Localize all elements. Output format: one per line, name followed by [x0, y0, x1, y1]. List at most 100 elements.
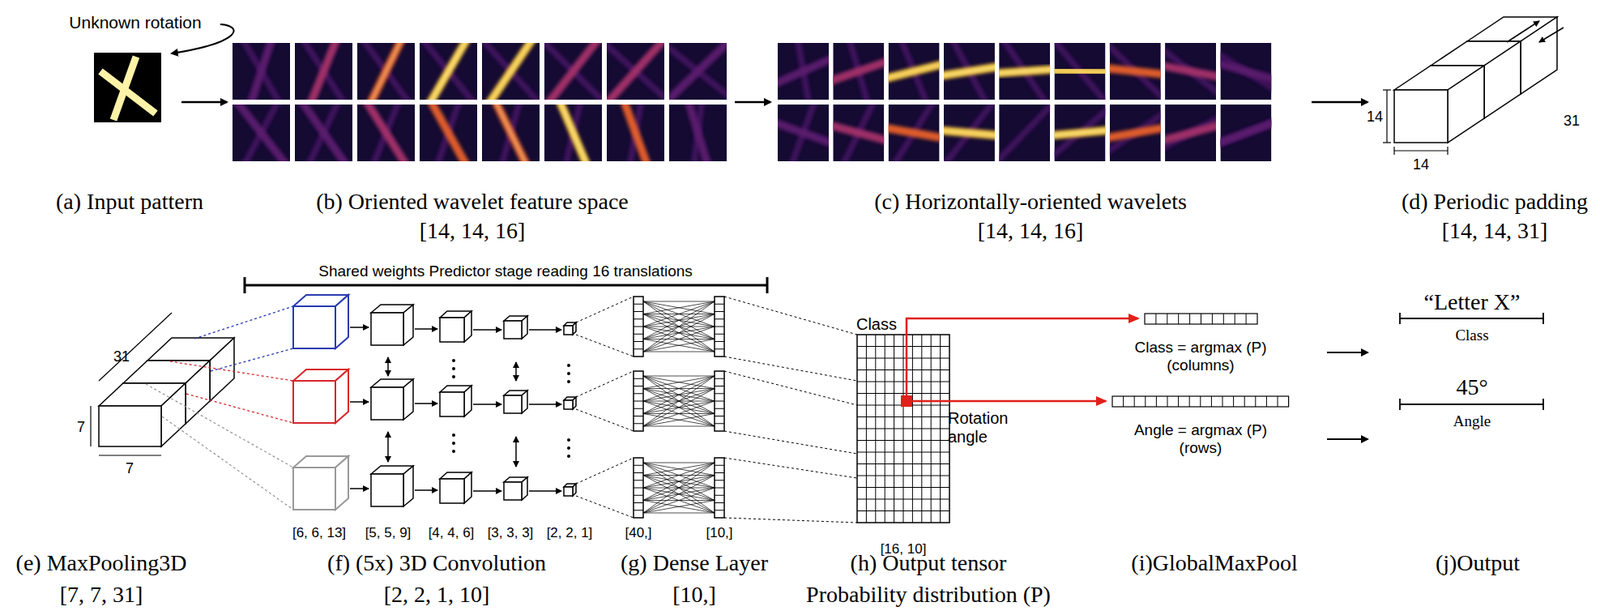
drawing-stroke	[349, 401, 369, 403]
drawing-stroke	[683, 86, 713, 180]
red-arrow	[906, 318, 1139, 402]
drawing-stroke	[349, 487, 369, 490]
drawing-stroke	[643, 462, 715, 488]
wavelet-map	[538, 33, 608, 111]
drawing-stroke	[857, 510, 950, 512]
dense-layer	[633, 371, 644, 431]
cube-face	[563, 486, 573, 496]
drawing-stroke	[714, 333, 725, 335]
dense-layer	[714, 457, 725, 518]
ellipsis-dot	[567, 454, 571, 458]
drawing-stroke	[1189, 396, 1191, 407]
drawing-stroke	[602, 34, 668, 107]
drawing-stroke	[633, 303, 644, 305]
cube-face	[335, 369, 349, 423]
drawing-stroke	[714, 408, 725, 410]
drawing-stroke	[1155, 313, 1157, 325]
cube-face	[1520, 17, 1558, 94]
drawing-stroke	[515, 362, 517, 381]
cube-face	[521, 390, 528, 414]
dimension-label: 14	[1366, 108, 1383, 126]
drawing-stroke	[633, 408, 644, 410]
drawing-stroke	[414, 328, 438, 330]
wavelet-map	[418, 29, 480, 114]
drawing-stroke	[1211, 313, 1213, 325]
cube-face	[209, 337, 235, 402]
drawing-stroke	[98, 454, 162, 456]
drawing-stroke	[714, 392, 725, 394]
cube-face	[371, 387, 404, 420]
drawing-stroke	[643, 462, 715, 513]
cube-face	[464, 385, 472, 417]
drawing-stroke	[643, 301, 715, 327]
cube-face	[335, 456, 349, 510]
drawing-stroke	[724, 517, 858, 523]
ellipsis-dot	[567, 371, 571, 376]
drawing-stroke	[857, 452, 950, 453]
drawing-stroke	[483, 30, 538, 111]
drawing-stroke	[1134, 396, 1135, 407]
cube-face	[371, 473, 404, 507]
panel-caption: (d) Periodic padding	[1401, 188, 1588, 215]
wavelet-map	[232, 25, 291, 118]
drawing-stroke	[643, 375, 715, 427]
drawing-stroke	[643, 375, 715, 414]
drawing-stroke	[360, 91, 413, 175]
wavelet-map	[599, 34, 672, 107]
panel-caption: (c) Horizontally-oriented wavelets	[874, 188, 1187, 215]
drawing-stroke	[1234, 313, 1236, 325]
wavelet-map	[1198, 42, 1293, 100]
panel-caption: (h) Output tensor	[850, 550, 1007, 576]
cube-face	[521, 477, 528, 500]
drawing-stroke	[424, 29, 474, 114]
cube-face	[403, 465, 414, 507]
drawing-stroke	[1211, 396, 1212, 407]
wavelet-map	[660, 37, 736, 105]
drawing-stroke	[633, 392, 644, 394]
cube-face	[98, 405, 162, 447]
drawing-stroke	[162, 416, 294, 510]
dimension-label: 7	[125, 460, 134, 478]
drawing-stroke	[714, 341, 725, 342]
dimension-label: [2, 2, 1]	[546, 524, 594, 542]
drawing-stroke	[714, 415, 725, 417]
drawing-stroke	[576, 296, 634, 323]
cube-face	[563, 400, 573, 410]
drawing-stroke	[724, 296, 858, 335]
cube-face	[403, 379, 414, 420]
cube-face	[503, 320, 522, 339]
drawing-stroke	[1399, 403, 1544, 406]
drawing-stroke	[714, 479, 725, 481]
panel-caption: Probability distribution (P)	[806, 581, 1051, 608]
drawing-stroke	[857, 439, 950, 441]
cube-face	[1447, 65, 1485, 143]
dense-layer	[633, 457, 644, 518]
drawing-stroke	[194, 306, 294, 339]
drawing-stroke	[633, 509, 644, 511]
drawing-stroke	[643, 487, 715, 513]
drawing-stroke	[424, 29, 474, 114]
drawing-stroke	[529, 403, 562, 406]
drawing-stroke	[714, 326, 725, 328]
drawing-stroke	[857, 486, 950, 488]
ellipsis-dot	[567, 446, 571, 450]
drawing-stroke	[643, 339, 715, 353]
drawing-stroke	[1200, 115, 1293, 150]
drawing-stroke	[714, 472, 725, 474]
dimension-label: Shared weights Predictor stage reading 1…	[318, 262, 693, 281]
wavelet-map	[1200, 104, 1293, 162]
ellipsis-dot	[452, 375, 456, 379]
drawing-stroke	[857, 428, 950, 430]
drawing-stroke	[473, 403, 502, 406]
drawing-stroke	[633, 487, 644, 489]
drawing-stroke	[643, 487, 715, 513]
drawing-stroke	[529, 328, 562, 331]
drawing-stroke	[1266, 396, 1268, 407]
drawing-stroke	[857, 358, 950, 359]
pooled-vector	[1112, 396, 1289, 407]
drawing-stroke	[643, 462, 715, 476]
drawing-stroke	[1542, 398, 1545, 410]
drawing-stroke	[364, 27, 408, 116]
cube-face	[439, 317, 465, 342]
dense-layer	[714, 296, 725, 357]
